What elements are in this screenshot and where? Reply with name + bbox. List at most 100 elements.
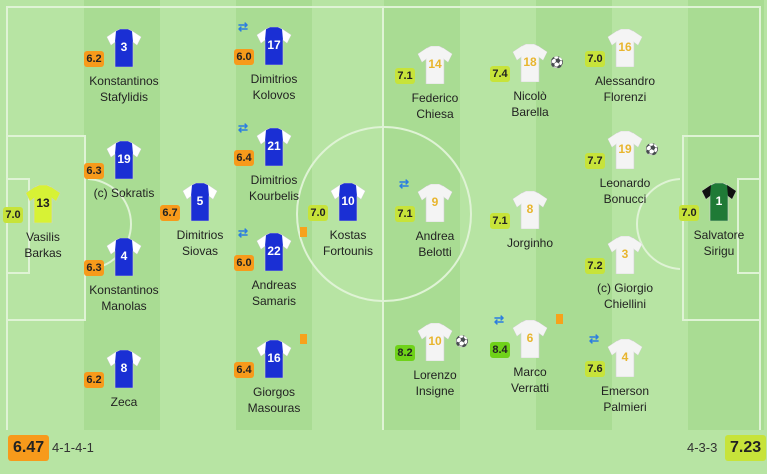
shirt-number: 16 [267, 351, 281, 365]
shirt-icon: 9 [417, 184, 453, 222]
goal-ball-icon: ⚽ [645, 144, 659, 156]
player-rating: 8.4 [490, 342, 510, 358]
substitution-icon: ⇄ [589, 332, 600, 346]
player-rating: 7.1 [395, 68, 415, 84]
goal-ball-icon: ⚽ [550, 57, 564, 69]
player-rating: 6.3 [84, 163, 104, 179]
player-name: Alessandro Florenzi [594, 74, 656, 104]
shirt-icon: 18 [512, 44, 548, 82]
player-name: Lorenzo Insigne [413, 368, 457, 398]
shirt-icon: 19 [106, 141, 142, 179]
shirt-number: 19 [117, 152, 131, 166]
player-rating: 7.0 [3, 207, 23, 223]
player-name: Kostas Fortounis [322, 228, 374, 258]
shirt-number: 18 [523, 55, 537, 69]
shirt-icon: 4 [106, 238, 142, 276]
player-rating: 7.7 [585, 153, 605, 169]
player-rating: 7.1 [490, 213, 510, 229]
player-name: Federico Chiesa [411, 91, 459, 121]
player-rating: 7.0 [585, 51, 605, 67]
player-name: Dimitrios Kolovos [250, 72, 298, 102]
shirt-icon: 8 [106, 350, 142, 388]
summary-bar: 6.47 4-1-4-1 4-3-3 7.23 [0, 430, 767, 474]
shirt-number: 13 [36, 196, 50, 210]
shirt-icon: 3 [607, 236, 643, 274]
shirt-number: 3 [120, 40, 128, 54]
shirt-number: 4 [621, 350, 629, 364]
shirt-icon: 17 [256, 27, 292, 65]
shirt-number: 4 [120, 249, 128, 263]
goal-ball-icon: ⚽ [455, 336, 469, 348]
player-rating: 7.0 [308, 205, 328, 221]
player-rating: 6.0 [234, 49, 254, 65]
substitution-icon: ⇄ [238, 20, 249, 34]
away-team-rating: 7.23 [725, 435, 767, 461]
player-name: (c) Sokratis [93, 186, 155, 200]
player-rating: 6.4 [234, 150, 254, 166]
player-rating: 7.4 [490, 66, 510, 82]
shirt-icon: 16 [607, 29, 643, 67]
player-name: Salvatore Sirigu [693, 228, 745, 258]
substitution-icon: ⇄ [238, 226, 249, 240]
shirt-icon: 14 [417, 46, 453, 84]
substitution-icon: ⇄ [399, 177, 410, 191]
player-name: Zeca [110, 395, 138, 409]
shirt-number: 21 [267, 139, 281, 153]
shirt-icon: 6 [512, 320, 548, 358]
shirt-number: 1 [715, 194, 723, 208]
player-name: Konstantinos Stafylidis [89, 74, 159, 104]
substitution-icon: ⇄ [238, 121, 249, 135]
shirt-number: 9 [431, 195, 439, 209]
shirt-icon: 5 [182, 183, 218, 221]
shirt-number: 8 [120, 361, 128, 375]
player-name: Konstantinos Manolas [89, 283, 159, 313]
player-name: (c) Giorgio Chiellini [596, 281, 653, 311]
shirt-number: 8 [526, 202, 534, 216]
shirt-icon: 4 [607, 339, 643, 377]
player-rating: 6.0 [234, 255, 254, 271]
player-rating: 8.2 [395, 345, 415, 361]
shirt-number: 22 [267, 244, 281, 258]
player-name: Nicolò Barella [511, 89, 549, 119]
shirt-number: 10 [341, 194, 355, 208]
shirt-icon: 3 [106, 29, 142, 67]
yellow-card-icon [300, 227, 307, 237]
away-formation: 4-3-3 [687, 440, 718, 455]
player-rating: 6.7 [160, 205, 180, 221]
player-rating: 7.6 [585, 361, 605, 377]
player-name: Dimitrios Kourbelis [248, 173, 300, 203]
shirt-number: 19 [618, 142, 632, 156]
shirt-icon: 1 [701, 183, 737, 221]
player-name: Andrea Belotti [415, 229, 455, 259]
shirt-number: 17 [267, 38, 281, 52]
shirt-number: 16 [618, 40, 632, 54]
player-rating: 7.1 [395, 206, 415, 222]
shirt-number: 6 [526, 331, 534, 345]
shirt-icon: 10 [417, 323, 453, 361]
player-name: Giorgos Masouras [247, 385, 301, 415]
home-player-19[interactable]: 19 6.3 (c) Sokratis [84, 141, 164, 231]
